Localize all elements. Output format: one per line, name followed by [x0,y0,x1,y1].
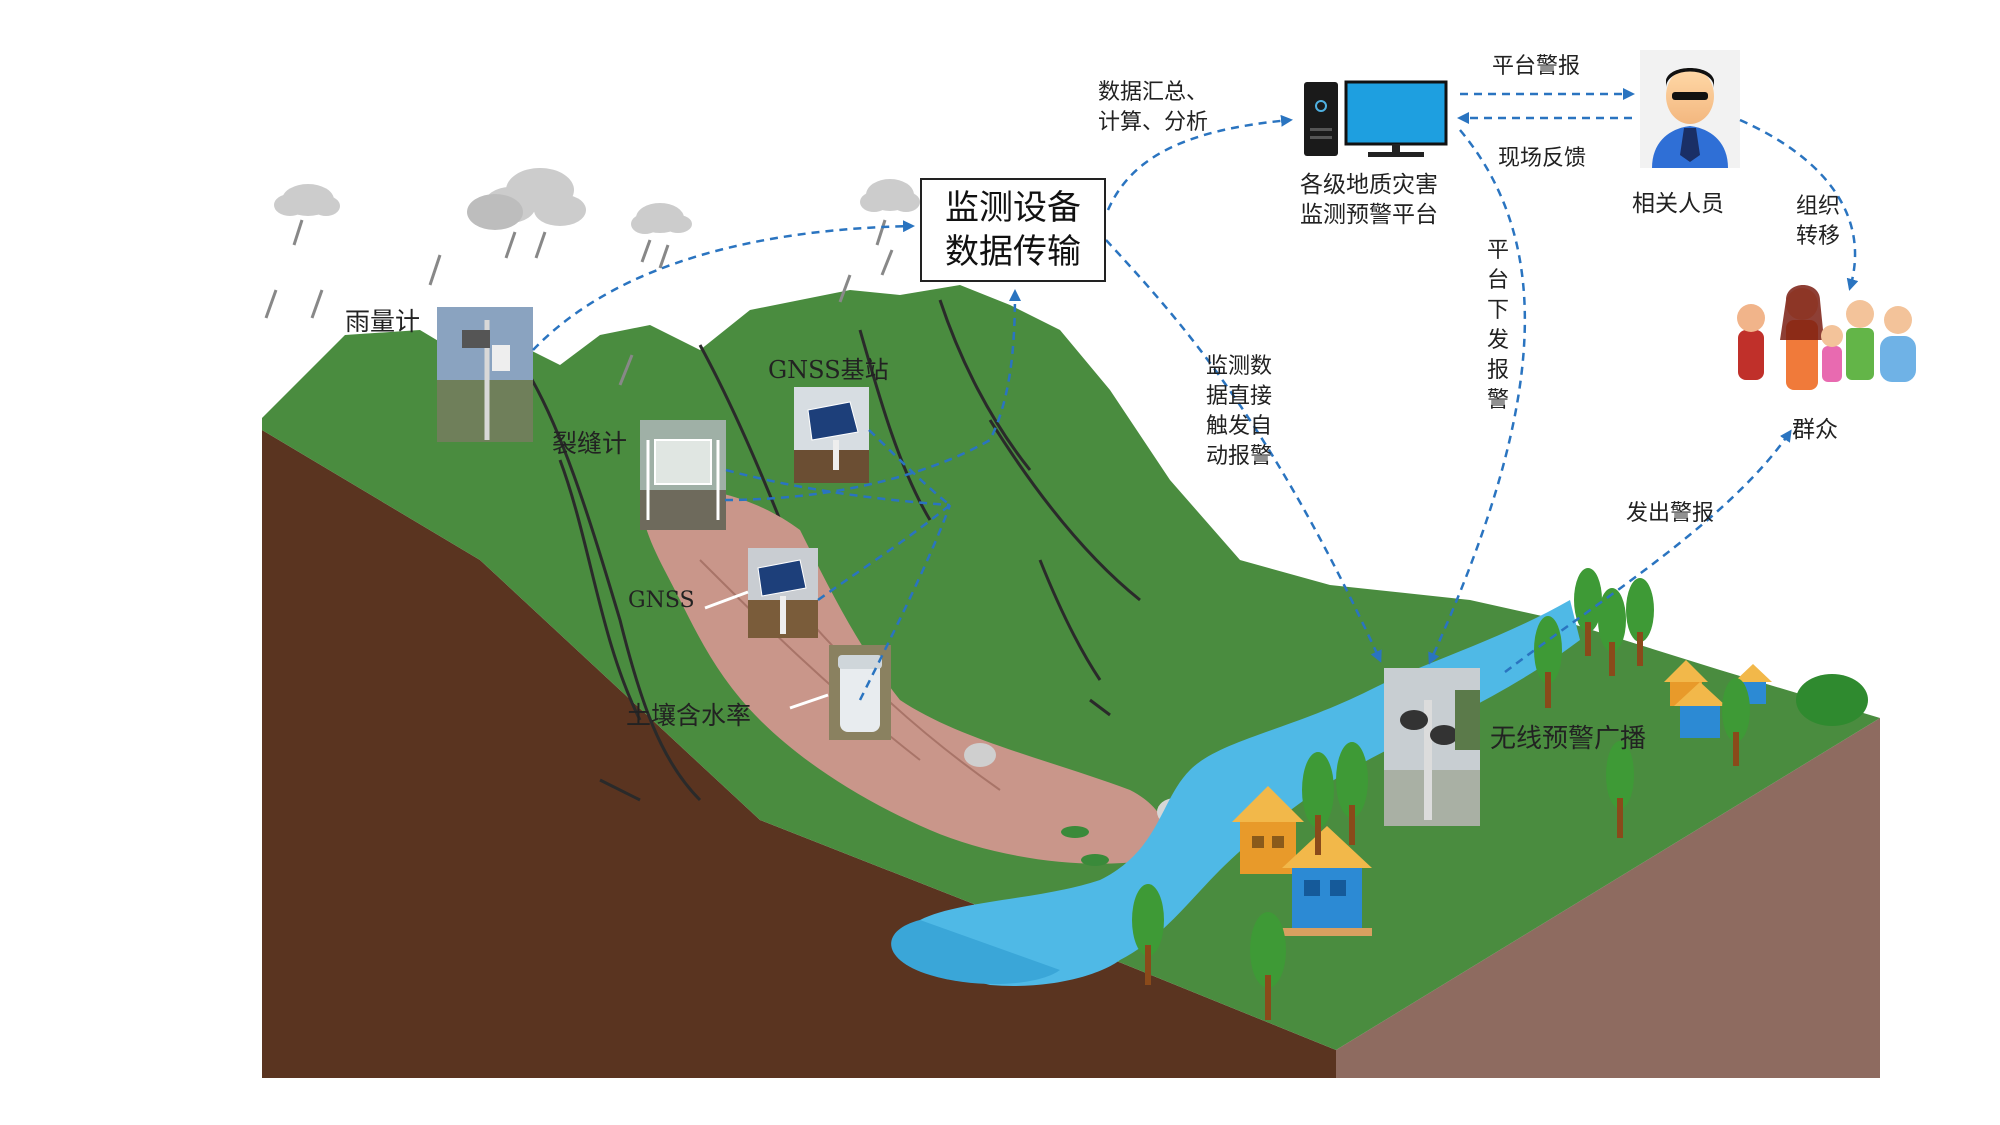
platform-alert-label: 平台警报 [1492,54,1581,79]
rain-clouds [264,168,920,386]
soil-cross-section [262,430,1880,1078]
soil-moisture-label: 土壤含水率 [626,701,752,730]
field-feedback-label: 现场反馈 [1498,146,1587,171]
monitoring-transmission-box: 监测设备 数据传输 [920,178,1106,282]
public-label: 群众 [1792,417,1838,443]
staff-person-icon [1640,50,1740,168]
gnss-photo [748,548,818,638]
direct-trigger-line-4: 动报警 [1206,444,1273,469]
soil-moisture-photo [829,645,891,740]
rain-gauge-label: 雨量计 [345,307,421,336]
organize-line-1: 组织 [1796,194,1841,219]
send-alert-label: 发出警报 [1626,501,1715,526]
platform-line-2: 监测预警平台 [1300,202,1438,228]
broadcast-photo [1384,668,1480,826]
crowd-icon [1737,285,1916,390]
platform-line-1: 各级地质灾害 [1300,172,1438,198]
gnss-base-photo [794,387,869,483]
platform-label: 各级地质灾害 监测预警平台 [1300,170,1438,230]
crack-meter-label: 裂缝计 [552,429,628,458]
village-houses [1232,660,1772,936]
broadcast-label: 无线预警广播 [1490,724,1647,754]
organize-line-2: 转移 [1796,224,1841,249]
computer-icon [1304,80,1448,157]
gnss-label: GNSS [628,588,695,613]
aggregate-line-2: 计算、分析 [1098,110,1209,135]
direct-trigger-label: 监测数 据直接 触发自 动报警 [1206,352,1272,472]
data-flow-arrows [532,88,1859,701]
aggregate-label: 数据汇总、 计算、分析 [1098,78,1208,138]
box-line-2: 数据传输 [945,232,1081,272]
direct-trigger-line-1: 监测数 [1206,354,1273,379]
aggregate-line-1: 数据汇总、 [1098,80,1209,105]
pointer-lines [704,590,829,710]
organize-label: 组织 转移 [1796,192,1840,252]
staff-label: 相关人员 [1632,191,1724,217]
direct-trigger-line-3: 触发自 [1206,414,1273,439]
platform-issue-label: 平台下发报警 [1486,238,1509,413]
box-line-1: 监测设备 [945,188,1081,228]
rain-gauge-photo [437,307,533,442]
crack-meter-photo [640,420,726,530]
trees [1132,568,1868,1020]
gnss-base-label: GNSS基站 [768,356,889,384]
direct-trigger-line-2: 据直接 [1206,384,1273,409]
